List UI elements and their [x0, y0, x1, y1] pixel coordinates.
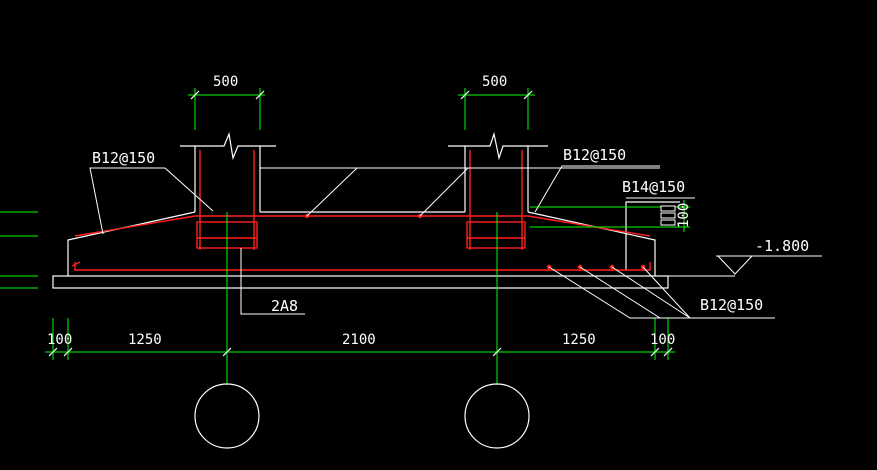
bottom-dim-label: 100: [47, 332, 72, 348]
top-rebar-left-slope: [74, 215, 196, 237]
leader-top-bar-left: [89, 167, 165, 235]
leader-bottom-bar-4: [642, 266, 691, 319]
bottom-dim-label: 100: [650, 332, 675, 348]
leader-stirrup: [240, 248, 305, 315]
footing-left-profile: [67, 211, 196, 276]
leader-top-bar-right: [534, 165, 660, 213]
left-pile-circle: [194, 383, 260, 449]
base-cushion: [52, 275, 669, 289]
bottom-dim-label: 1250: [562, 332, 596, 348]
stirrup-label: 2A8: [271, 297, 298, 315]
left-column-break-line: [180, 131, 276, 161]
right-stirrup: [466, 221, 526, 249]
dim-tick: [63, 347, 73, 357]
dim-tick: [523, 90, 533, 100]
leader-beam-a: [306, 167, 358, 217]
bottom-dim-label: 2100: [342, 332, 376, 348]
leader-bottom-bar-3: [611, 266, 691, 319]
dim-tick: [460, 90, 470, 100]
dim-tick: [663, 347, 673, 357]
dimension-lines: [0, 88, 690, 385]
footing-right-profile: [527, 211, 656, 276]
bottom-left-hook: [71, 261, 81, 267]
leader-bottom-bar-2: [579, 266, 661, 319]
dim-tick: [650, 347, 660, 357]
side-mark: [660, 219, 676, 226]
rebar-group: [71, 150, 651, 271]
dimension-ticks: [48, 90, 673, 357]
side-step-outline: [625, 201, 680, 270]
dim-tick: [492, 347, 502, 357]
right-column-break-line: [448, 131, 548, 161]
bottom-bar-label: B12@150: [700, 296, 763, 314]
bottom-dim-label: 1250: [128, 332, 162, 348]
leader-top-bar-left-2: [164, 167, 214, 212]
left-column-width-label: 500: [213, 74, 238, 90]
foundation-outline: [52, 131, 680, 289]
side-mark: [660, 212, 676, 219]
top-bar-left-label: B12@150: [92, 149, 155, 167]
right-column-width-label: 500: [482, 74, 507, 90]
leader-beam-b: [419, 167, 469, 217]
top-bar-right-label: B12@150: [563, 146, 626, 164]
elevation-triangle: [717, 255, 753, 275]
side-mark: [660, 205, 676, 212]
leader-lines: [89, 165, 822, 319]
side-bar-label: B14@150: [622, 178, 685, 196]
dim-tick: [255, 90, 265, 100]
dim-tick: [222, 347, 232, 357]
elevation-label: -1.800: [755, 237, 809, 255]
top-rebar-right-slope: [527, 215, 651, 237]
leader-bottom-bar: [548, 266, 775, 319]
bottom-main-rebar: [74, 262, 651, 271]
dim-tick: [48, 347, 58, 357]
right-pile-circle: [464, 383, 530, 449]
side-dim-label: 100: [676, 203, 692, 228]
dim-tick: [190, 90, 200, 100]
side-bar-marks: [660, 205, 676, 226]
